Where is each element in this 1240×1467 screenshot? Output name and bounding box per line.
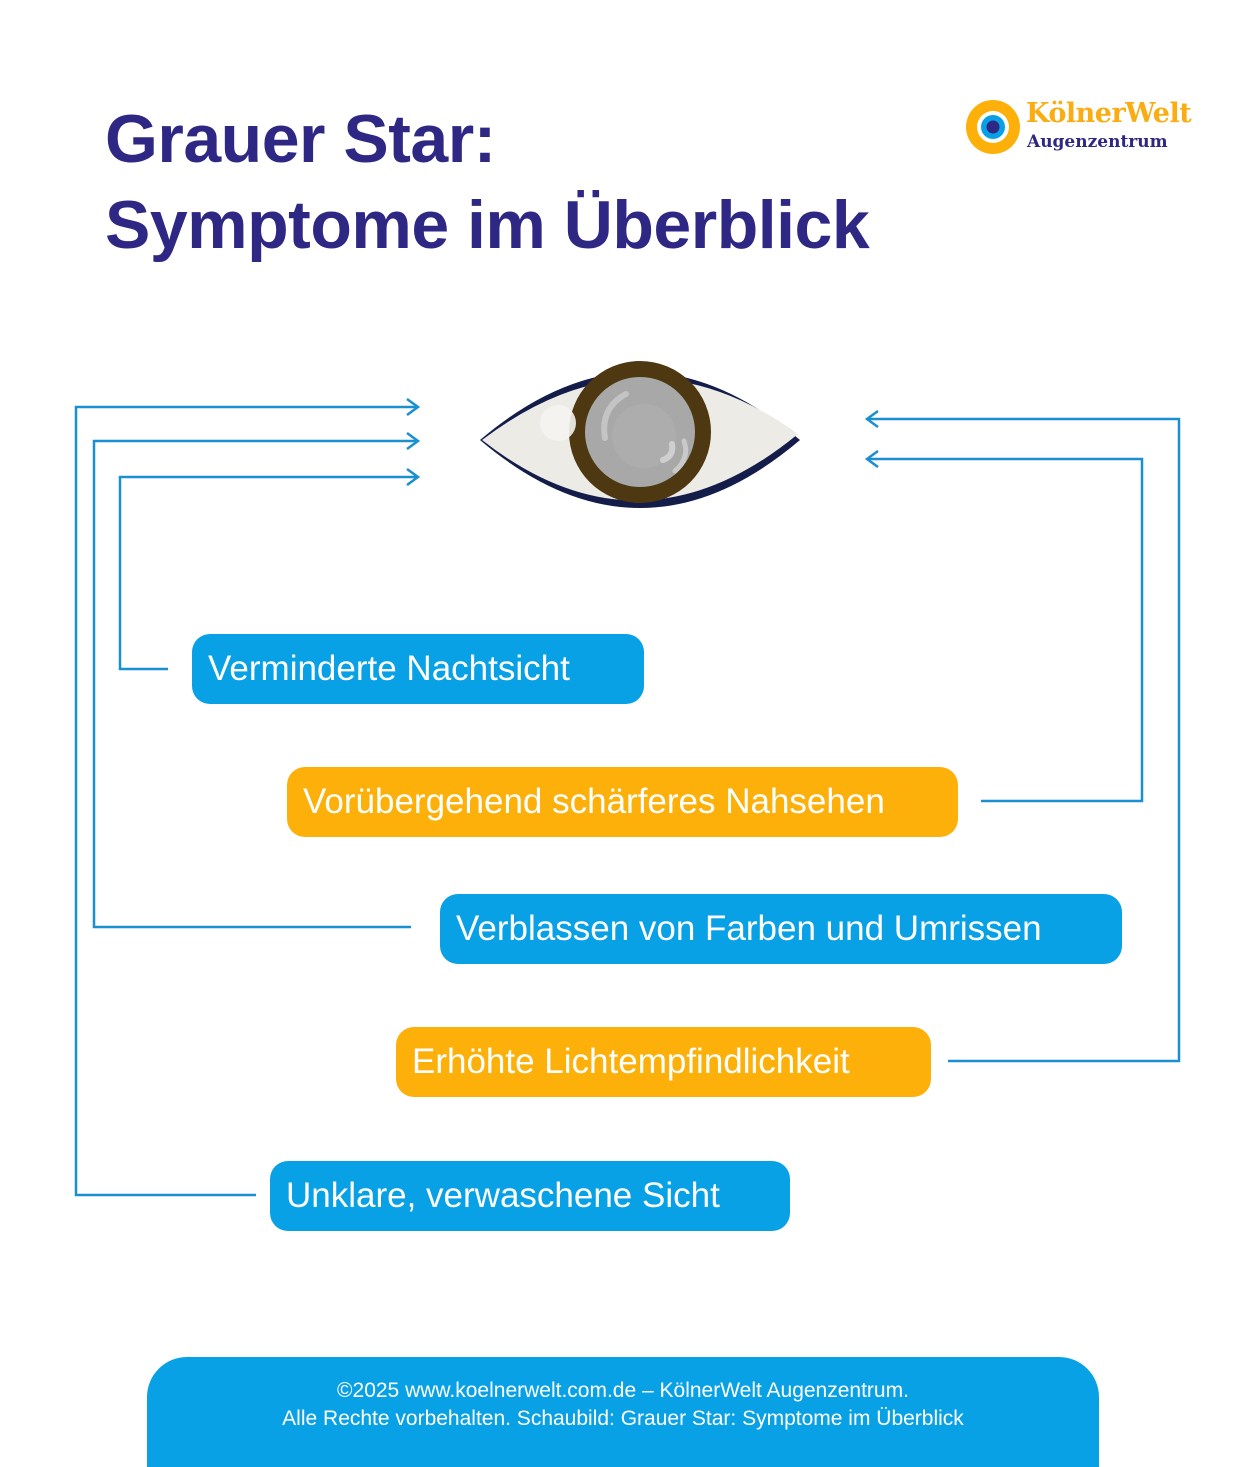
symptom-pill-schaerferes-nahsehen: Vorübergehend schärferes Nahsehen [287,767,958,837]
symptom-pill-lichtempfindlichkeit: Erhöhte Lichtempfindlichkeit [396,1027,931,1097]
connector-nahsehen [867,457,1144,803]
arrowhead-icon [864,409,879,429]
symptom-pill-verblassen-farben: Verblassen von Farben und Umrissen [440,894,1122,964]
page-title: Grauer Star: Symptome im Überblick [105,96,870,268]
logo-subtitle: Augenzentrum [1027,132,1168,152]
symptom-pill-verminderte-nachtsicht: Verminderte Nachtsicht [192,634,644,704]
symptom-pill-unklare-sicht: Unklare, verwaschene Sicht [270,1161,790,1231]
logo-brand-name: KölnerWelt [1026,98,1192,129]
arrowhead-icon [864,449,879,469]
arrowhead-icon [406,397,421,417]
eye-target-logo-icon [966,100,1020,154]
footer-line-2: Alle Rechte vorbehalten. Schaubild: Grau… [282,1407,964,1430]
connector-verblassen [92,439,418,929]
title-line-2: Symptome im Überblick [105,187,870,263]
copyright-footer: ©2025 www.koelnerwelt.com.de – KölnerWel… [147,1357,1099,1467]
title-line-1: Grauer Star: [105,101,496,177]
eye-icon [480,361,800,508]
arrowhead-icon [406,467,421,487]
connector-nachtsicht [118,475,418,671]
connector-lichtempfindlichkeit [867,417,1181,1063]
arrowhead-icon [406,431,421,451]
footer-line-1: ©2025 www.koelnerwelt.com.de – KölnerWel… [337,1379,909,1402]
connector-unklare-sicht [74,405,418,1197]
brand-logo: KölnerWelt Augenzentrum [966,98,1196,158]
